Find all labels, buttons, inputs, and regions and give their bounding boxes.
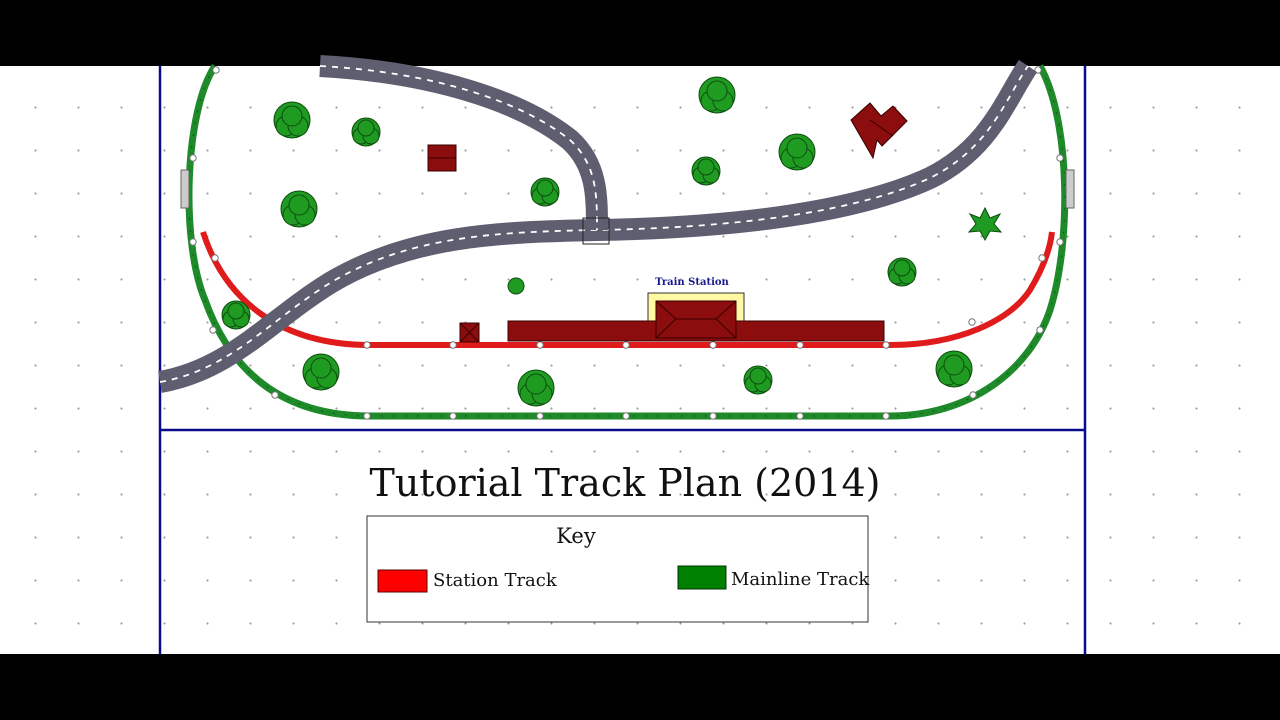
station-track[interactable] (200, 231, 1055, 348)
legend-swatch-mainline (677, 565, 727, 590)
building-house-right (850, 102, 908, 160)
road[interactable] (157, 55, 1038, 393)
shed (459, 322, 480, 343)
legend-label-mainline: Mainline Track (731, 569, 870, 590)
train-station (507, 292, 885, 342)
legend-box: Key Station Track Mainline Track (366, 515, 870, 623)
building-small-left (427, 144, 457, 172)
legend-heading: Key (556, 524, 596, 548)
station-label: Train Station (655, 277, 729, 288)
legend-label-station: Station Track (433, 570, 558, 591)
trees (221, 76, 973, 407)
layout-border (158, 66, 1087, 654)
star-tree (967, 206, 1003, 242)
track-bumper-left (180, 169, 190, 209)
legend-swatch-station (377, 569, 428, 593)
plan-title: Tutorial Track Plan (2014) (369, 461, 880, 505)
track-bumper-right (1065, 169, 1075, 209)
